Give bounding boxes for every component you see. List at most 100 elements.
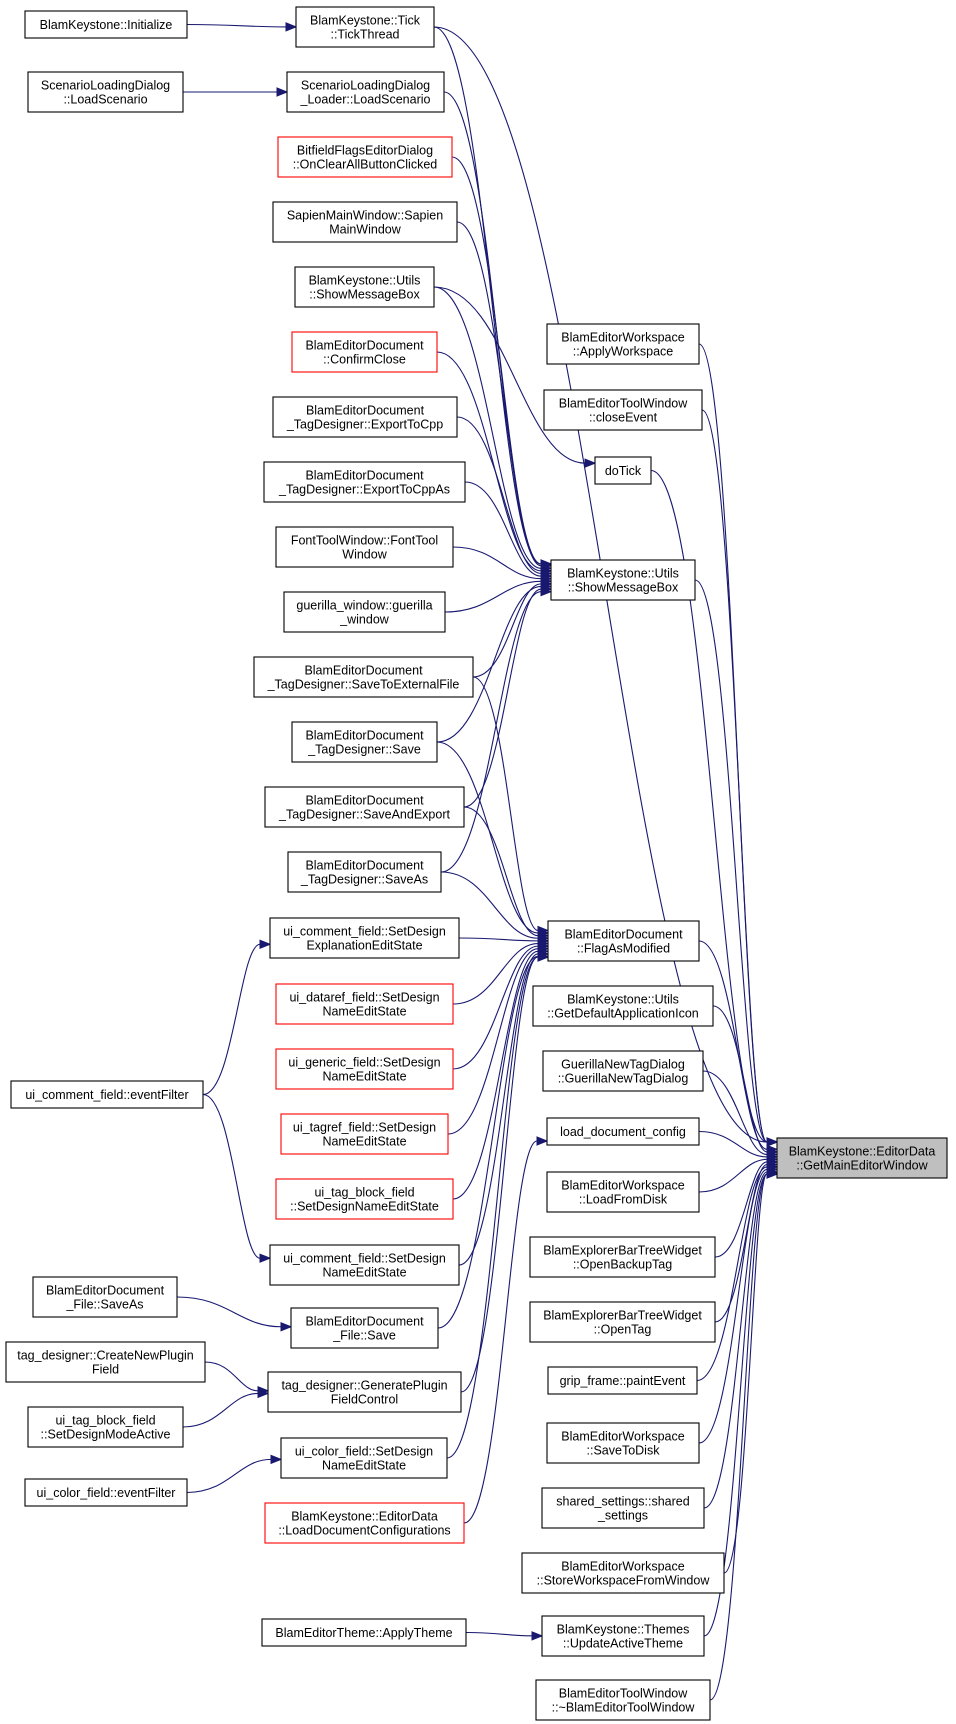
node-td_saveexport[interactable]: BlamEditorDocument_TagDesigner::SaveAndE… bbox=[264, 786, 465, 828]
node-tagblock_mode[interactable]: ui_tag_block_field::SetDesignModeActive bbox=[27, 1406, 184, 1448]
node-getdefaulticon[interactable]: BlamKeystone::Utils::GetDefaultApplicati… bbox=[532, 985, 714, 1027]
node-box bbox=[547, 1366, 698, 1395]
node-color_evt[interactable]: ui_color_field::eventFilter bbox=[24, 1478, 188, 1507]
node-gripframe[interactable]: grip_frame::paintEvent bbox=[547, 1366, 698, 1395]
node-ws_store[interactable]: BlamEditorWorkspace::StoreWorkspaceFromW… bbox=[521, 1552, 725, 1594]
edge-line bbox=[460, 956, 539, 1393]
edge-line bbox=[472, 676, 539, 931]
node-comment_name[interactable]: ui_comment_field::SetDesignNameEditState bbox=[269, 1244, 460, 1286]
node-color_name[interactable]: ui_color_field::SetDesignNameEditState bbox=[280, 1437, 448, 1479]
node-tw_destroy[interactable]: BlamEditorToolWindow::~BlamEditorToolWin… bbox=[535, 1679, 711, 1721]
node-savetoext[interactable]: BlamEditorDocument_TagDesigner::SaveToEx… bbox=[253, 656, 474, 698]
node-guerilla_win[interactable]: guerilla_window::guerilla_window bbox=[283, 591, 446, 633]
edge-line bbox=[440, 871, 539, 939]
node-label-line: GuerillaNewTagDialog bbox=[561, 1058, 685, 1072]
edge-td_save-to-flagasmod bbox=[436, 741, 550, 938]
edge-tagref-to-flagasmod bbox=[447, 943, 550, 1135]
node-label-line: ExplanationEditState bbox=[306, 939, 422, 953]
node-label-line: _TagDesigner::ExportToCpp bbox=[286, 418, 443, 432]
edge-arrowhead bbox=[259, 1253, 272, 1263]
edge-guerilla_win-to-utils_smb_b bbox=[444, 576, 553, 613]
node-exporttocppas[interactable]: BlamEditorDocument_TagDesigner::ExportTo… bbox=[263, 461, 466, 503]
node-scen_loader[interactable]: ScenarioLoadingDialog_Loader::LoadScenar… bbox=[286, 71, 445, 113]
node-loaddocconfigs[interactable]: BlamKeystone::EditorData::LoadDocumentCo… bbox=[264, 1502, 465, 1544]
node-tagblock_name[interactable]: ui_tag_block_field::SetDesignNameEditSta… bbox=[275, 1178, 454, 1220]
edge-line bbox=[451, 156, 542, 565]
node-label-line: _File::SaveAs bbox=[65, 1298, 143, 1312]
node-ws_apply[interactable]: BlamEditorWorkspace::ApplyWorkspace bbox=[546, 323, 700, 365]
edge-line bbox=[698, 940, 768, 1150]
edge-exporttocppas-to-utils_smb_b bbox=[464, 481, 553, 581]
node-label-line: ::LoadDocumentConfigurations bbox=[278, 1524, 450, 1538]
node-opentag[interactable]: BlamExplorerBarTreeWidget::OpenTag bbox=[529, 1301, 716, 1343]
edge-line bbox=[186, 23, 287, 28]
edge-line bbox=[702, 1070, 768, 1156]
node-openbackup[interactable]: BlamExplorerBarTreeWidget::OpenBackupTag bbox=[529, 1236, 716, 1278]
edge-td_saveexport-to-utils_smb_b bbox=[463, 584, 553, 808]
edge-guerillanewtag-to-editordata bbox=[702, 1070, 779, 1160]
node-label-line: NameEditState bbox=[322, 1459, 406, 1473]
node-box bbox=[291, 331, 438, 373]
node-comment_evt[interactable]: ui_comment_field::eventFilter bbox=[10, 1080, 204, 1109]
node-bitfield[interactable]: BitfieldFlagsEditorDialog::OnClearAllBut… bbox=[277, 136, 453, 178]
node-guerillanewtag[interactable]: GuerillaNewTagDialog::GuerillaNewTagDial… bbox=[542, 1050, 704, 1092]
node-td_saveas[interactable]: BlamEditorDocument_TagDesigner::SaveAs bbox=[287, 851, 442, 893]
edge-loaddocconfigs-to-loaddocconfig bbox=[463, 1136, 549, 1524]
edge-line bbox=[698, 1158, 768, 1193]
edge-utils_smb_a-to-dotick bbox=[433, 286, 597, 468]
node-editordata[interactable]: BlamKeystone::EditorData::GetMainEditorW… bbox=[776, 1137, 948, 1179]
edge-arrowhead bbox=[531, 1631, 544, 1641]
edge-line bbox=[182, 1392, 259, 1428]
node-utils_smb_b[interactable]: BlamKeystone::Utils::ShowMessageBox bbox=[550, 559, 696, 601]
node-td_save[interactable]: BlamEditorDocument_TagDesigner::Save bbox=[291, 721, 438, 763]
node-box bbox=[546, 1171, 700, 1213]
node-flagasmod[interactable]: BlamEditorDocument::FlagAsModified bbox=[547, 920, 700, 962]
node-ws_save[interactable]: BlamEditorWorkspace::SaveToDisk bbox=[546, 1422, 700, 1464]
edge-line bbox=[433, 286, 542, 569]
node-label-line: ::FlagAsModified bbox=[577, 942, 670, 956]
node-generic[interactable]: ui_generic_field::SetDesignNameEditState bbox=[275, 1048, 454, 1090]
node-confirmclose[interactable]: BlamEditorDocument::ConfirmClose bbox=[291, 331, 438, 373]
node-box bbox=[543, 389, 703, 431]
edge-line bbox=[701, 409, 768, 1143]
node-fonttool[interactable]: FontToolWindow::FontToolWindow bbox=[275, 526, 454, 568]
edge-line bbox=[202, 943, 261, 1096]
node-themes_update[interactable]: BlamKeystone::Themes::UpdateActiveTheme bbox=[541, 1615, 705, 1657]
node-loaddocconfig[interactable]: load_document_config bbox=[546, 1117, 700, 1146]
node-tw_close[interactable]: BlamEditorToolWindow::closeEvent bbox=[543, 389, 703, 431]
node-tickthread[interactable]: BlamKeystone::Tick::TickThread bbox=[295, 6, 435, 48]
node-label-line: BlamEditorDocument bbox=[305, 469, 424, 483]
node-box bbox=[529, 1301, 716, 1343]
node-label-line: ::OnClearAllButtonClicked bbox=[293, 158, 438, 172]
node-scen_dialog[interactable]: ScenarioLoadingDialog::LoadScenario bbox=[27, 71, 184, 113]
node-dotick[interactable]: doTick bbox=[594, 456, 652, 485]
node-initialize[interactable]: BlamKeystone::Initialize bbox=[24, 10, 188, 39]
node-box bbox=[24, 1478, 188, 1507]
node-label-line: _TagDesigner::SaveAs bbox=[300, 873, 428, 887]
node-label-line: ScenarioLoadingDialog bbox=[301, 79, 430, 93]
node-label-line: ::LoadFromDisk bbox=[579, 1193, 668, 1207]
node-utils_smb_a[interactable]: BlamKeystone::Utils::ShowMessageBox bbox=[294, 266, 435, 308]
node-sharedsettings[interactable]: shared_settings::shared_settings bbox=[541, 1487, 705, 1529]
node-applytheme[interactable]: BlamEditorTheme::ApplyTheme bbox=[261, 1618, 467, 1647]
node-ws_load[interactable]: BlamEditorWorkspace::LoadFromDisk bbox=[546, 1171, 700, 1213]
node-label-line: ::SetDesignNameEditState bbox=[290, 1200, 439, 1214]
node-label-line: ::~BlamEditorToolWindow bbox=[552, 1701, 696, 1715]
edge-comment_evt-to-comment_name bbox=[202, 1093, 272, 1263]
node-label-line: NameEditState bbox=[322, 1135, 406, 1149]
node-box bbox=[269, 1244, 460, 1286]
node-dataref[interactable]: ui_dataref_field::SetDesignNameEditState bbox=[275, 983, 454, 1025]
node-file_save[interactable]: BlamEditorDocument_File::Save bbox=[290, 1307, 439, 1349]
node-comment_expl[interactable]: ui_comment_field::SetDesignExplanationEd… bbox=[269, 917, 460, 959]
node-sapien[interactable]: SapienMainWindow::SapienMainWindow bbox=[272, 201, 458, 243]
node-label-line: ::ApplyWorkspace bbox=[573, 345, 674, 359]
node-file_saveas[interactable]: BlamEditorDocument_File::SaveAs bbox=[32, 1276, 178, 1318]
node-exporttocpp[interactable]: BlamEditorDocument_TagDesigner::ExportTo… bbox=[272, 396, 458, 438]
node-box bbox=[541, 1487, 705, 1529]
node-tagref[interactable]: ui_tagref_field::SetDesignNameEditState bbox=[280, 1113, 449, 1155]
node-label-line: load_document_config bbox=[560, 1125, 686, 1139]
edge-line bbox=[463, 1140, 538, 1524]
